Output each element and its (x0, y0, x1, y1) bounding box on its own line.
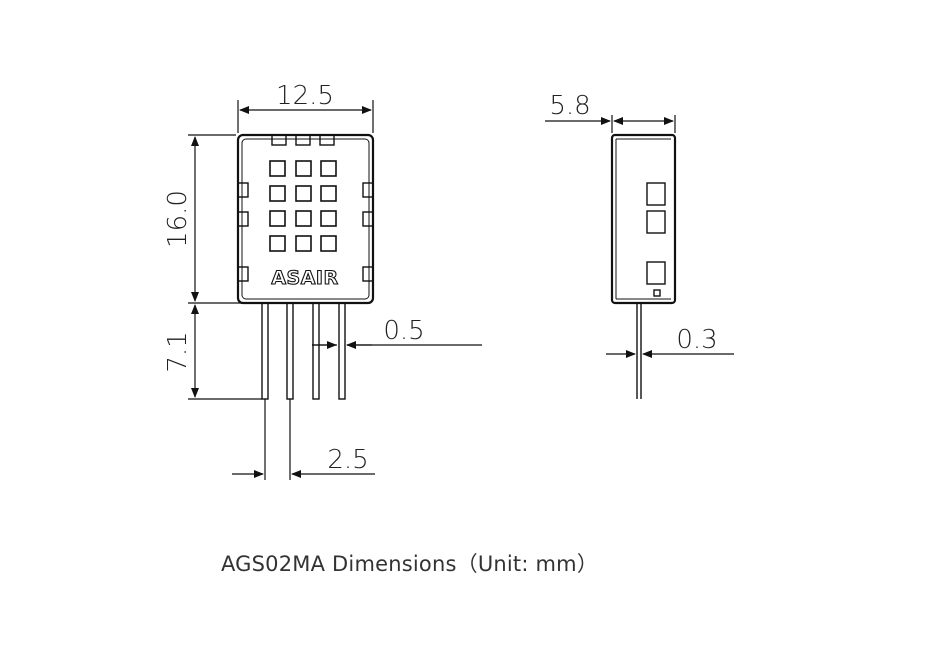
pin-side (636, 303, 642, 399)
height-label: 16.0 (163, 190, 193, 248)
top-tabs (271, 134, 335, 146)
pin-thickness-label: 0.3 (676, 325, 717, 355)
pin-width-label: 0.5 (383, 316, 424, 346)
side-tabs-profile (646, 182, 666, 297)
width-dimension (237, 100, 374, 133)
depth-dimension (545, 115, 676, 133)
pin-pitch-label: 2.5 (327, 445, 368, 475)
side-view (610, 133, 677, 399)
asair-logo: ASAIR (271, 267, 338, 289)
pin-length-dimension (188, 304, 262, 400)
width-label: 12.5 (276, 81, 334, 111)
caption-text: AGS02MA Dimensions（Unit: mm） (220, 552, 599, 576)
pin-pitch-dimension (232, 399, 375, 480)
pins-front (261, 302, 346, 400)
diagram-caption: AGS02MA Dimensions（Unit: mm） (0, 548, 949, 578)
side-tabs (237, 182, 374, 282)
depth-label: 5.8 (549, 91, 590, 121)
front-view (236, 133, 375, 400)
pin-length-label: 7.1 (163, 331, 193, 372)
vent-grid (269, 160, 337, 252)
height-dimension (188, 134, 260, 304)
sensor-body-side (610, 133, 677, 305)
